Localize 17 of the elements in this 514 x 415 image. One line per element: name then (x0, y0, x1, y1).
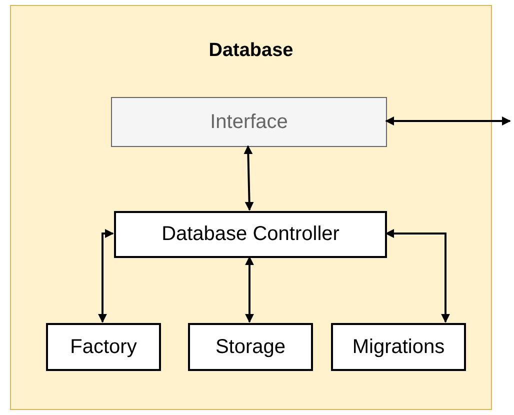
interface-box (111, 97, 387, 147)
component-box (331, 323, 466, 371)
connector-arrow (385, 229, 450, 323)
connector-arrow (385, 116, 511, 126)
box-label: Database Controller (162, 223, 340, 246)
group-title: Database (208, 40, 294, 62)
connector-arrow (245, 256, 254, 323)
connector-arrow (98, 229, 114, 323)
component-box (188, 323, 313, 371)
box-label: Migrations (352, 336, 445, 358)
box-label: Storage (215, 336, 286, 358)
group-container (10, 5, 492, 410)
connector-arrow (244, 145, 254, 211)
component-box (46, 323, 161, 371)
box-label: Factory (70, 336, 137, 358)
box-label: Interface (210, 110, 288, 134)
component-box (114, 211, 387, 258)
